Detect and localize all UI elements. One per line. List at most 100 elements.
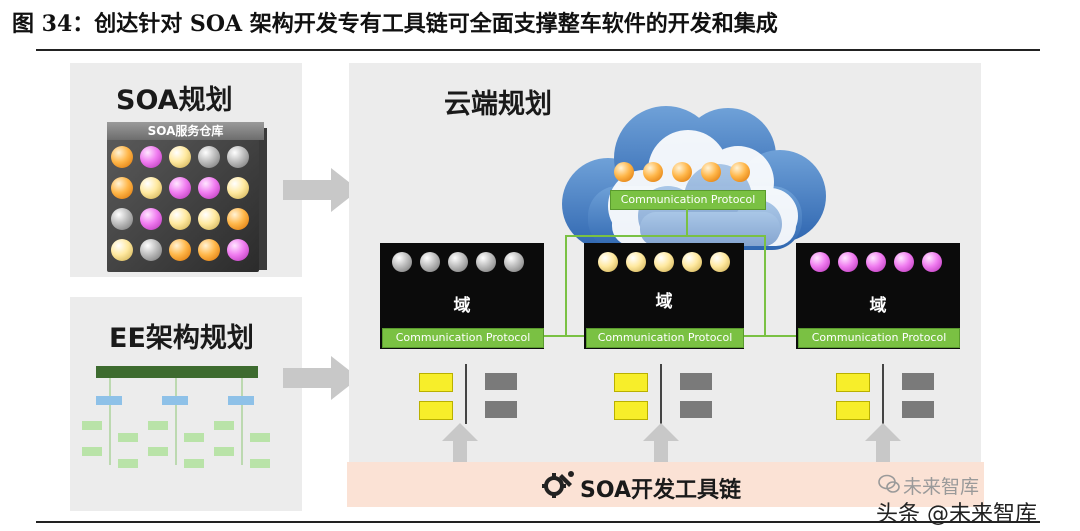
service-sphere bbox=[198, 239, 220, 261]
domain-protocol-bar: Communication Protocol bbox=[382, 328, 544, 348]
tree-line bbox=[241, 405, 243, 465]
service-sphere bbox=[922, 252, 942, 272]
soa-panel-title: SOA规划 bbox=[116, 85, 233, 116]
title-rule bbox=[36, 49, 1040, 51]
ecu-bus-line bbox=[882, 364, 884, 424]
watermark-text: 未来智库 bbox=[903, 476, 980, 498]
figure-title: 图 34：创达针对 SOA 架构开发专有工具链可全面支撑整车软件的开发和集成 bbox=[12, 11, 778, 37]
ecu-gray-box bbox=[485, 401, 517, 418]
tree-node-green bbox=[184, 433, 204, 442]
service-sphere bbox=[730, 162, 750, 182]
connector-line bbox=[544, 335, 586, 337]
cloud-panel-title: 云端规划 bbox=[444, 89, 552, 120]
tree-line bbox=[175, 405, 177, 465]
tree-node-green bbox=[148, 447, 168, 456]
ecu-gray-box bbox=[902, 373, 934, 390]
service-sphere bbox=[701, 162, 721, 182]
arrow-right-icon bbox=[283, 168, 359, 212]
connector-line bbox=[686, 208, 688, 236]
tree-node-blue bbox=[162, 396, 188, 405]
tree-node-blue bbox=[228, 396, 254, 405]
tree-node-green bbox=[118, 433, 138, 442]
tree-line bbox=[109, 378, 111, 396]
service-sphere bbox=[198, 177, 220, 199]
service-sphere bbox=[111, 208, 133, 230]
service-sphere bbox=[169, 146, 191, 168]
connector-line bbox=[764, 235, 766, 335]
ecu-gray-box bbox=[485, 373, 517, 390]
tree-node-green bbox=[214, 421, 234, 430]
service-sphere bbox=[682, 252, 702, 272]
service-sphere bbox=[810, 252, 830, 272]
tree-node-green bbox=[82, 447, 102, 456]
service-sphere bbox=[672, 162, 692, 182]
service-sphere bbox=[420, 252, 440, 272]
tree-line bbox=[109, 405, 111, 465]
arrow-up-icon bbox=[643, 423, 679, 463]
ecu-yellow-box bbox=[614, 373, 648, 392]
tree-line bbox=[241, 378, 243, 396]
cloud-protocol-bar: Communication Protocol bbox=[610, 190, 766, 210]
service-sphere bbox=[614, 162, 634, 182]
tree-node-green bbox=[184, 459, 204, 468]
domain-label: 域 bbox=[453, 296, 471, 316]
service-sphere bbox=[169, 239, 191, 261]
service-sphere bbox=[140, 177, 162, 199]
cloud-icon bbox=[562, 106, 826, 250]
connector-line bbox=[565, 235, 765, 237]
wechat-icon bbox=[878, 474, 900, 493]
tree-node-green bbox=[250, 433, 270, 442]
ecu-bus-line bbox=[465, 364, 467, 424]
watermark-handle: 头条 @未来智库 bbox=[876, 502, 1037, 527]
service-sphere bbox=[140, 208, 162, 230]
service-sphere bbox=[111, 239, 133, 261]
cube-label: SOA服务仓库 bbox=[107, 122, 264, 140]
tree-node-green bbox=[118, 459, 138, 468]
arrow-up-icon bbox=[865, 423, 901, 463]
service-sphere bbox=[643, 162, 663, 182]
ecu-gray-box bbox=[902, 401, 934, 418]
service-sphere bbox=[626, 252, 646, 272]
connector-line bbox=[565, 235, 567, 335]
service-sphere bbox=[838, 252, 858, 272]
service-sphere bbox=[198, 208, 220, 230]
cube-side bbox=[259, 128, 267, 270]
service-sphere bbox=[894, 252, 914, 272]
tree-node-blue bbox=[96, 396, 122, 405]
ecu-yellow-box bbox=[419, 373, 453, 392]
domain-protocol-bar: Communication Protocol bbox=[798, 328, 960, 348]
service-sphere bbox=[392, 252, 412, 272]
service-sphere bbox=[227, 208, 249, 230]
tree-node-green bbox=[250, 459, 270, 468]
connector-line bbox=[744, 335, 796, 337]
service-sphere bbox=[111, 146, 133, 168]
service-sphere bbox=[654, 252, 674, 272]
tree-node-green bbox=[148, 421, 168, 430]
service-sphere bbox=[866, 252, 886, 272]
service-sphere bbox=[227, 177, 249, 199]
ee-panel-title: EE架构规划 bbox=[109, 323, 254, 354]
service-sphere bbox=[598, 252, 618, 272]
tree-node-green bbox=[82, 421, 102, 430]
ecu-gray-box bbox=[680, 373, 712, 390]
toolchain-label: SOA开发工具链 bbox=[580, 478, 741, 503]
service-sphere bbox=[169, 177, 191, 199]
service-sphere bbox=[476, 252, 496, 272]
service-sphere bbox=[169, 208, 191, 230]
ee-bus-bar bbox=[96, 366, 258, 378]
service-sphere bbox=[227, 239, 249, 261]
service-sphere bbox=[504, 252, 524, 272]
domain-label: 域 bbox=[869, 296, 887, 316]
service-sphere bbox=[111, 177, 133, 199]
domain-label: 域 bbox=[655, 292, 673, 312]
service-sphere bbox=[710, 252, 730, 272]
gear-wrench-icon bbox=[542, 471, 574, 498]
ecu-yellow-box bbox=[836, 373, 870, 392]
bottom-rule bbox=[36, 521, 1040, 523]
service-sphere bbox=[140, 146, 162, 168]
service-sphere bbox=[140, 239, 162, 261]
tree-node-green bbox=[214, 447, 234, 456]
domain-protocol-bar: Communication Protocol bbox=[586, 328, 744, 348]
service-sphere bbox=[448, 252, 468, 272]
service-sphere bbox=[227, 146, 249, 168]
